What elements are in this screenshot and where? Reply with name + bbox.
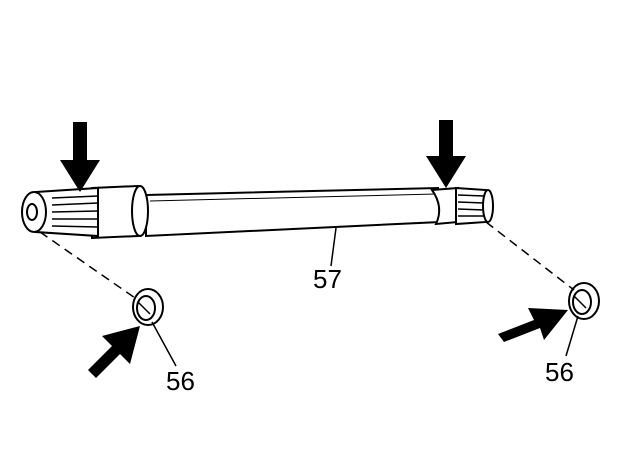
- arrow-diagonal-left-icon: [88, 326, 140, 378]
- right-collar: [430, 186, 459, 226]
- leader-56-left: [151, 321, 177, 367]
- shaft-highlight: [149, 193, 437, 202]
- right-spline-teeth: [457, 194, 485, 217]
- axle-shaft: [21, 184, 494, 240]
- alignment-lines: [39, 221, 575, 301]
- pointer-arrows: [60, 120, 568, 378]
- leader-57: [330, 227, 337, 267]
- left-end-center: [26, 203, 38, 221]
- right-spline: [455, 186, 487, 226]
- leader-lines: [151, 227, 579, 367]
- left-spline-teeth: [51, 195, 99, 228]
- callout-57-label: 57: [313, 264, 342, 294]
- seal-ring-right: [568, 282, 600, 320]
- right-end-face: [482, 189, 494, 223]
- callout-56-left-label: 56: [166, 366, 195, 396]
- callout-56-right-label: 56: [545, 357, 574, 387]
- left-collar-face: [131, 185, 149, 237]
- alignment-line-right: [485, 221, 575, 291]
- arrow-down-left-icon: [60, 122, 100, 192]
- arrow-diagonal-right-icon: [498, 308, 568, 342]
- leader-56-right: [565, 315, 579, 357]
- alignment-line-left: [39, 231, 139, 301]
- arrow-down-right-icon: [426, 120, 466, 188]
- seal-ring-left: [132, 288, 164, 326]
